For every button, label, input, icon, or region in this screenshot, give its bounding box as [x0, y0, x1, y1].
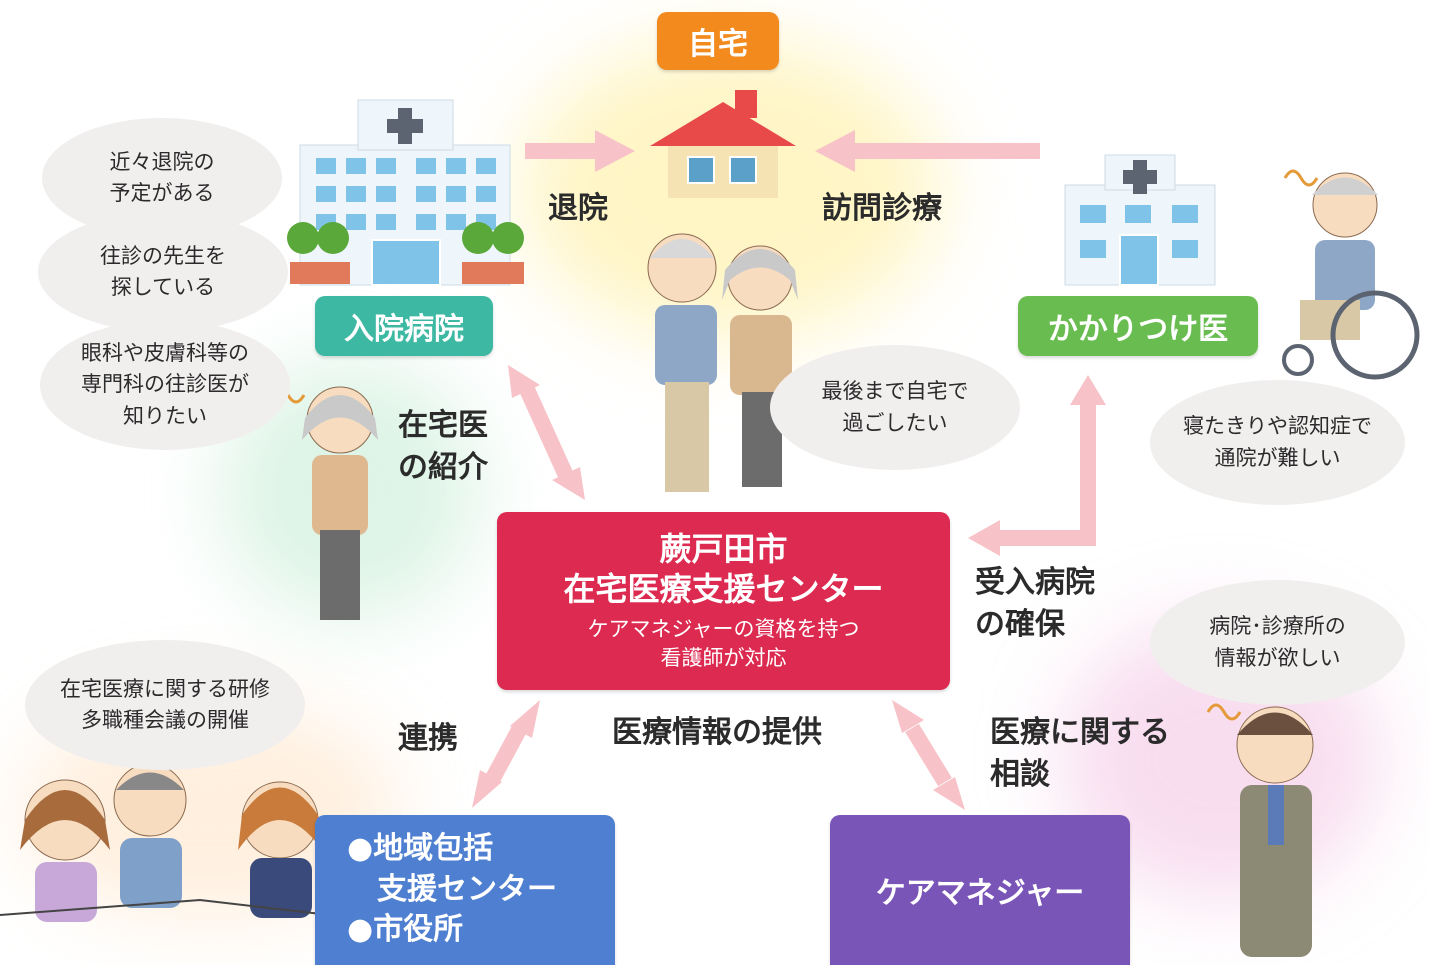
- bubble-seeking-doctor: 往診の先生を 探している: [38, 212, 288, 332]
- center-title-line1: 蕨戸田市: [659, 529, 788, 568]
- wheelchair-man-illustration: [1282, 172, 1420, 380]
- worried-man-suit-illustration: [1236, 706, 1314, 957]
- hospital-label: 入院病院: [315, 296, 493, 356]
- house-icon: [650, 90, 796, 198]
- bubble-want-info: 病院･診療所の 情報が欲しい: [1150, 580, 1405, 705]
- bullet-icon: ●: [347, 912, 374, 948]
- flow-cooperation: 連携: [398, 721, 458, 756]
- flow-consult: 医療に関する 相談: [990, 715, 1170, 792]
- home-label: 自宅: [657, 12, 779, 70]
- gp-label: かかりつけ医: [1018, 296, 1258, 356]
- center-sub-line1: ケアマネジャーの資格を持つ: [587, 616, 860, 641]
- care-manager-box: ケアマネジャー: [830, 815, 1130, 965]
- gp-label-text: かかりつけ医: [1047, 312, 1229, 347]
- arrow-admission: [968, 375, 1106, 556]
- care-manager-text: ケアマネジャー: [875, 876, 1085, 911]
- regional-item-1: ●地域包括: [347, 831, 494, 867]
- flow-home-visit: 訪問診療: [822, 191, 942, 226]
- arrow-consult: [892, 700, 965, 810]
- elderly-couple-illustration: [647, 233, 798, 492]
- flow-discharge: 退院: [548, 191, 608, 226]
- arrow-referral: [508, 365, 585, 500]
- bubble-specialist: 眼科や皮膚科等の 専門科の往診医が 知りたい: [40, 320, 290, 450]
- flow-admission: 受入病院 の確保: [975, 565, 1095, 642]
- hospital-building-icon: [287, 99, 524, 286]
- flow-referral: 在宅医 の紹介: [398, 408, 488, 485]
- regional-item-1-line2: 支援センター: [377, 871, 557, 907]
- arrow-cooperation: [472, 700, 540, 808]
- arrow-home-visit: [815, 130, 1040, 172]
- center-title-line2: 在宅医療支援センター: [563, 569, 884, 608]
- regional-center-box: ●地域包括 支援センター ●市役所: [315, 815, 615, 965]
- clinic-building-icon: [1064, 154, 1216, 286]
- center-sub-line2: 看護師が対応: [660, 646, 787, 670]
- bubble-stay-home: 最後まで自宅で 過ごしたい: [770, 345, 1020, 470]
- hospital-label-text: 入院病院: [344, 312, 464, 347]
- regional-item-2: ●市役所: [347, 912, 464, 948]
- flow-info: 医療情報の提供: [612, 715, 822, 750]
- arrow-discharge: [525, 130, 635, 172]
- bubble-hard-to-visit: 寝たきりや認知症で 通院が難しい: [1150, 380, 1405, 505]
- meeting-group-illustration: [0, 763, 331, 922]
- bubble-training: 在宅医療に関する研修 多職種会議の開催: [25, 640, 305, 770]
- home-label-text: 自宅: [688, 27, 748, 62]
- support-center-box: 蕨戸田市 在宅医療支援センター ケアマネジャーの資格を持つ 看護師が対応: [497, 512, 950, 690]
- bullet-icon: ●: [347, 831, 374, 867]
- worried-woman-illustration: [302, 386, 378, 620]
